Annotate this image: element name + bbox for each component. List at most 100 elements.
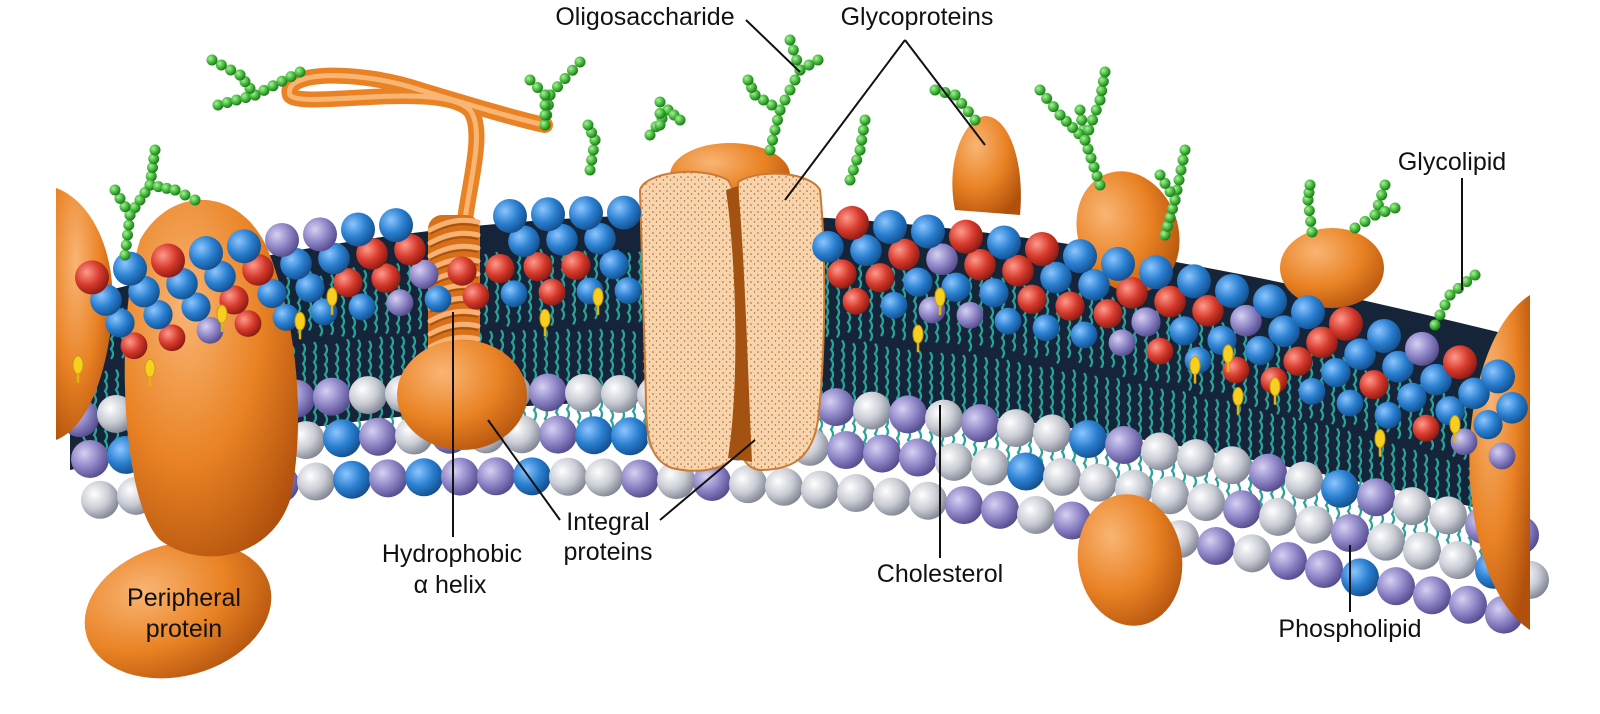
phospholipid-head <box>575 416 613 455</box>
cholesterol-molecule <box>294 311 306 331</box>
phospholipid-head <box>981 490 1019 529</box>
sugar-bead <box>1379 179 1391 191</box>
phospholipid-head <box>729 465 767 504</box>
sugar-bead <box>1434 309 1446 321</box>
phospholipid-head <box>611 417 649 456</box>
phospholipid-head <box>1473 410 1503 440</box>
lipid-tail-upper <box>824 256 830 338</box>
phospholipid-head <box>1079 463 1117 502</box>
phospholipid-head <box>1007 452 1045 491</box>
lipid-tail-lower <box>598 328 604 430</box>
sugar-bead <box>539 89 551 101</box>
helix-stripe-shadow <box>429 249 479 261</box>
phospholipid-head <box>994 307 1022 335</box>
phospholipid-head <box>1116 277 1148 309</box>
sugar-bead <box>757 94 769 106</box>
label-oligosaccharide: Oligosaccharide <box>555 3 734 31</box>
lipid-tail-lower <box>1390 443 1396 535</box>
label-peripheral-line2: protein <box>146 615 222 643</box>
sugar-bead <box>1082 143 1094 155</box>
phospholipid-head <box>601 374 639 413</box>
phospholipid-head <box>1397 382 1427 412</box>
sugar-bead <box>1389 202 1401 214</box>
oligosaccharide-chains <box>109 34 1481 331</box>
sugar-bead <box>1376 189 1388 201</box>
cholesterol-molecule <box>1374 429 1386 449</box>
phospholipid-head <box>71 439 109 478</box>
phospholipid-head <box>181 292 211 322</box>
helix-stripe <box>427 243 481 259</box>
phospholipid-head <box>1222 356 1250 384</box>
glycoprotein-right-top <box>952 116 1021 215</box>
phospholipid-head <box>584 223 616 255</box>
phospholipid-head <box>1306 326 1338 359</box>
phospholipid-head <box>1367 318 1401 353</box>
phospholipid-head <box>835 205 869 240</box>
sugar-bead <box>123 219 135 231</box>
sugar-bead <box>1379 206 1391 217</box>
sugar-bead <box>767 134 778 146</box>
sugar-bead <box>587 144 599 156</box>
phospholipid-head <box>925 399 963 438</box>
sugar-bead <box>206 54 218 66</box>
phospholipid-head <box>1377 567 1415 606</box>
sugar-bead <box>1444 289 1456 301</box>
phospholipid-head <box>949 219 983 254</box>
phospholipid-head <box>333 460 371 499</box>
sugar-bead <box>524 74 536 86</box>
helix-stripe <box>427 321 481 337</box>
sugar-bead <box>764 144 776 156</box>
label-peripheral-line1: Peripheral <box>127 584 241 612</box>
sugar-bead <box>169 184 181 196</box>
phospholipid-head <box>765 467 803 506</box>
phospholipid-head <box>219 285 249 315</box>
phospholipid-head <box>424 285 452 313</box>
phospholipid-head <box>1412 414 1440 442</box>
phospholipid-head <box>477 457 515 496</box>
phospholipid-head <box>873 477 911 516</box>
sugar-bead <box>225 64 237 76</box>
sugar-bead <box>1090 104 1102 116</box>
phospholipid-head <box>1245 335 1275 366</box>
cholesterol-molecule <box>72 355 84 375</box>
lipid-tail-lower <box>961 354 967 456</box>
phospholipid-head <box>1213 446 1251 485</box>
sugar-bead <box>1305 215 1317 227</box>
phospholipid-head <box>1367 522 1405 561</box>
lipid-tail-lower <box>895 347 901 450</box>
cholesterol-molecules <box>72 287 1461 457</box>
helix-stripe <box>427 217 481 233</box>
sugar-bead <box>847 164 859 176</box>
phospholipid-head <box>546 223 578 256</box>
phospholipid-head <box>1439 541 1477 580</box>
phospholipid-head <box>234 310 262 337</box>
cholesterol-molecule <box>1232 387 1244 407</box>
phospholipid-head <box>827 431 865 470</box>
sugar-bead <box>791 54 803 66</box>
sugar-bead <box>859 114 871 126</box>
phospholipid-head <box>1305 550 1343 589</box>
phospholipid-head <box>941 272 971 302</box>
phospholipid-head <box>585 458 623 497</box>
sugar-bead <box>552 81 563 93</box>
leader-glycoproteins-2 <box>904 39 986 146</box>
phospholipid-head <box>1017 284 1047 314</box>
sugar-bead <box>539 99 551 111</box>
phospholipid-head <box>81 480 119 519</box>
phospholipid-head <box>1151 476 1189 515</box>
phospholipid-head <box>1177 264 1211 299</box>
sugar-bead <box>109 184 121 196</box>
phospholipid-head <box>1298 377 1326 405</box>
sugar-bead <box>674 114 686 126</box>
sugar-bead <box>1303 205 1315 217</box>
sugar-bead <box>147 162 158 173</box>
sugar-bead <box>929 84 941 96</box>
leader-lines <box>452 19 1463 612</box>
phospholipid-head <box>485 253 515 284</box>
sugar-bead <box>1083 124 1095 136</box>
phospholipid-head <box>379 208 413 243</box>
lipid-tail-lower <box>1181 390 1187 493</box>
phospholipid-head <box>888 238 920 271</box>
label-integral-line2: proteins <box>564 538 653 566</box>
